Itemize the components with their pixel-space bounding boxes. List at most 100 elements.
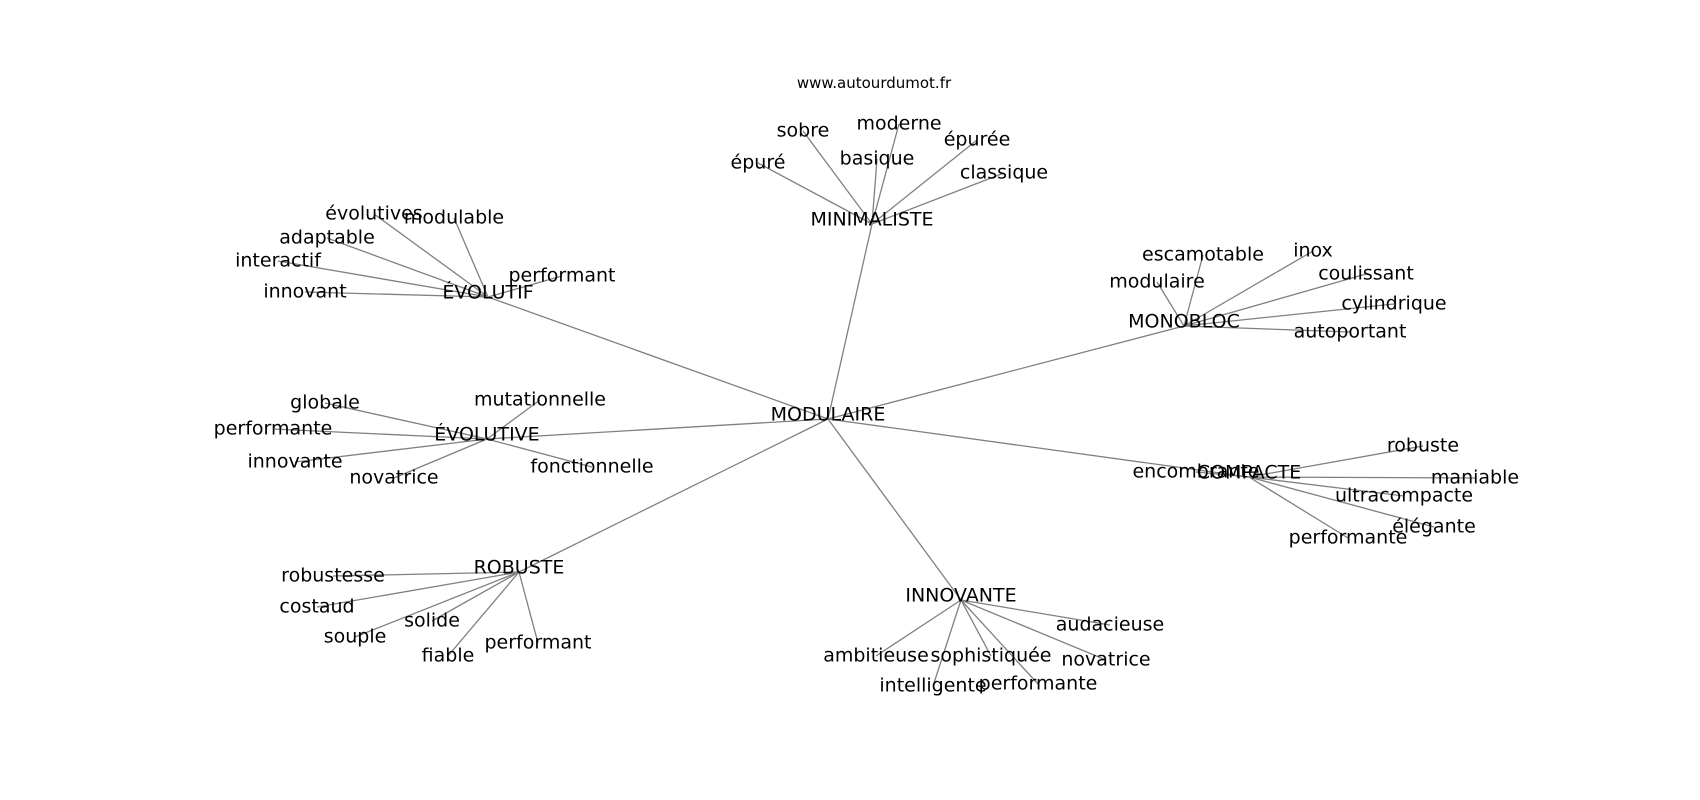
edge-h5-h5c5 bbox=[1248, 476, 1435, 528]
edge-h3-h3c2 bbox=[1183, 250, 1314, 327]
leaf-node-h3c3[interactable]: coulissant bbox=[1318, 263, 1414, 285]
leaf-node-h6c2[interactable]: costaud bbox=[279, 596, 354, 618]
edge-h6-h6c6 bbox=[518, 571, 539, 644]
leaf-node-h2c5[interactable]: performant bbox=[509, 265, 616, 287]
leaf-node-h4c1[interactable]: globale bbox=[290, 392, 360, 414]
edge-center-h1 bbox=[827, 223, 873, 420]
edge-h2-h2c2 bbox=[453, 217, 489, 298]
leaf-node-h1c4[interactable]: basique bbox=[840, 148, 915, 170]
leaf-node-h4c3[interactable]: performante bbox=[214, 418, 333, 440]
edge-h4-h4c6 bbox=[393, 438, 488, 479]
hub-node-h7[interactable]: INNOVANTE bbox=[905, 585, 1016, 607]
hub-node-h4[interactable]: ÉVOLUTIVE bbox=[434, 423, 539, 446]
hub-node-h6[interactable]: ROBUSTE bbox=[474, 557, 565, 579]
edge-h3-h3c4 bbox=[1156, 281, 1185, 327]
leaf-node-h3c4[interactable]: modulaire bbox=[1109, 271, 1205, 293]
leaf-node-h3c5[interactable]: cylindrique bbox=[1341, 293, 1446, 315]
edge-h6-h6c3 bbox=[431, 571, 520, 622]
source-watermark[interactable]: www.autourdumot.fr bbox=[797, 74, 952, 92]
edge-h2-h2c1 bbox=[373, 213, 489, 298]
hub-node-h2[interactable]: ÉVOLUTIF bbox=[442, 281, 533, 304]
leaf-node-h1c2[interactable]: moderne bbox=[856, 113, 941, 135]
leaf-node-h4c6[interactable]: novatrice bbox=[349, 467, 438, 489]
hub-node-h5[interactable]: COMPACTE bbox=[1197, 462, 1301, 484]
leaf-node-h4c4[interactable]: innovante bbox=[247, 451, 342, 473]
leaf-node-h2c3[interactable]: adaptable bbox=[279, 227, 375, 249]
edge-h1-h1c3 bbox=[871, 139, 978, 225]
leaf-node-h1c6[interactable]: classique bbox=[960, 162, 1048, 184]
leaf-node-h4c2[interactable]: mutationnelle bbox=[474, 389, 606, 411]
leaf-node-h7c1[interactable]: audacieuse bbox=[1056, 614, 1164, 636]
leaf-node-h7c6[interactable]: performante bbox=[979, 673, 1098, 695]
edge-h3-h3c3 bbox=[1183, 273, 1367, 327]
leaf-node-h2c1[interactable]: évolutives bbox=[325, 203, 422, 225]
leaf-node-h7c5[interactable]: intelligente bbox=[879, 675, 986, 697]
edge-h6-h6c4 bbox=[354, 571, 520, 638]
edge-h5-h5c1 bbox=[1248, 445, 1424, 478]
leaf-node-h2c4[interactable]: interactif bbox=[235, 250, 322, 272]
edge-h3-h3c1 bbox=[1183, 254, 1204, 327]
edge-h5-h5c2 bbox=[1195, 471, 1250, 478]
leaf-node-h6c5[interactable]: fiable bbox=[422, 645, 475, 667]
edge-h4-h4c3 bbox=[272, 428, 488, 440]
edge-h2-h2c3 bbox=[326, 237, 489, 298]
leaf-node-h2c6[interactable]: innovant bbox=[263, 281, 346, 303]
leaf-node-h3c2[interactable]: inox bbox=[1293, 240, 1333, 262]
edge-h4-h4c4 bbox=[294, 438, 488, 463]
edge-h2-h2c4 bbox=[277, 260, 489, 298]
leaf-node-h1c5[interactable]: épuré bbox=[731, 152, 786, 174]
edge-h5-h5c4 bbox=[1248, 476, 1405, 497]
leaf-node-h6c3[interactable]: solide bbox=[404, 610, 460, 632]
leaf-node-h1c1[interactable]: sobre bbox=[777, 120, 830, 142]
edge-center-h5 bbox=[827, 418, 1250, 478]
leaf-node-h7c3[interactable]: sophistiquée bbox=[930, 645, 1051, 667]
leaf-node-h5c5[interactable]: élégante bbox=[1392, 516, 1476, 538]
graph-edges bbox=[272, 123, 1476, 687]
edge-h2-h2c6 bbox=[304, 291, 489, 298]
edge-h1-h1c1 bbox=[802, 130, 873, 225]
leaf-node-h5c3[interactable]: maniable bbox=[1431, 467, 1519, 489]
edge-h4-h4c2 bbox=[486, 399, 541, 440]
edge-h6-h6c2 bbox=[316, 571, 520, 608]
leaf-node-h2c2[interactable]: modulable bbox=[404, 207, 504, 229]
edge-h1-h1c2 bbox=[871, 123, 900, 225]
leaf-node-h3c6[interactable]: autoportant bbox=[1294, 321, 1407, 343]
edge-h1-h1c6 bbox=[871, 172, 1005, 225]
leaf-node-h5c1[interactable]: robuste bbox=[1387, 435, 1459, 457]
hub-node-h1[interactable]: MINIMALISTE bbox=[810, 209, 933, 231]
edge-h6-h6c1 bbox=[332, 571, 520, 577]
leaf-node-h5c6[interactable]: performante bbox=[1289, 527, 1408, 549]
edge-center-h2 bbox=[487, 296, 829, 420]
hub-node-h3[interactable]: MONOBLOC bbox=[1128, 311, 1240, 333]
edge-h7-h7c6 bbox=[960, 599, 1039, 685]
edge-h3-h3c5 bbox=[1183, 303, 1395, 327]
edge-h6-h6c5 bbox=[447, 571, 520, 657]
leaf-node-h7c4[interactable]: novatrice bbox=[1061, 649, 1150, 671]
leaf-node-h5c4[interactable]: ultracompacte bbox=[1335, 485, 1473, 507]
center-node[interactable]: MODULAIRE bbox=[771, 404, 886, 426]
leaf-node-h3c1[interactable]: escamotable bbox=[1142, 244, 1264, 266]
edge-h7-h7c1 bbox=[960, 599, 1111, 626]
leaf-node-h7c2[interactable]: ambitieuse bbox=[823, 645, 929, 667]
edge-h5-h5c6 bbox=[1248, 476, 1349, 539]
edge-center-h3 bbox=[827, 325, 1185, 420]
edge-h4-h4c1 bbox=[324, 402, 488, 440]
edge-h1-h1c4 bbox=[871, 158, 878, 225]
leaf-node-h6c1[interactable]: robustesse bbox=[281, 565, 385, 587]
edge-h2-h2c5 bbox=[487, 275, 563, 298]
edge-h4-h4c5 bbox=[486, 438, 593, 468]
edge-center-h4 bbox=[486, 418, 829, 440]
leaf-node-h4c5[interactable]: fonctionnelle bbox=[530, 456, 653, 478]
leaf-node-h1c3[interactable]: épurée bbox=[944, 129, 1011, 151]
leaf-node-h6c6[interactable]: performant bbox=[485, 632, 592, 654]
edge-h3-h3c6 bbox=[1183, 325, 1351, 333]
edge-h1-h1c5 bbox=[757, 162, 873, 225]
leaf-node-h6c4[interactable]: souple bbox=[324, 626, 387, 648]
edge-h7-h7c5 bbox=[932, 599, 962, 687]
leaf-node-h5c2[interactable]: encombrante bbox=[1132, 461, 1259, 483]
edge-h7-h7c2 bbox=[875, 599, 962, 657]
edge-center-h6 bbox=[518, 418, 829, 573]
edge-h5-h5c3 bbox=[1248, 476, 1476, 479]
